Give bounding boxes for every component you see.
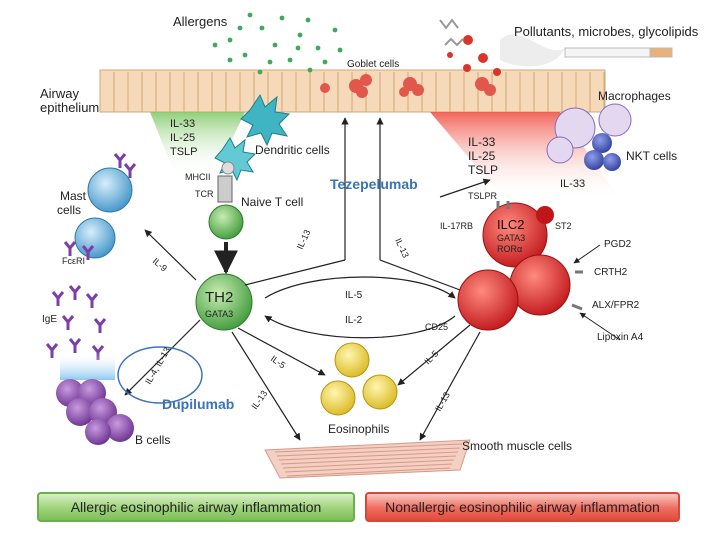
b-cells-label: B cells <box>135 433 170 447</box>
smooth-muscle-label: Smooth muscle cells <box>462 439 572 453</box>
st2-label: ST2 <box>555 221 572 231</box>
eosinophils-label: Eosinophils <box>328 422 389 436</box>
arrow-lipoxin <box>579 312 621 341</box>
goblet-cells-label: Goblet cells <box>347 59 399 70</box>
dupilumab-label: Dupilumab <box>162 396 234 412</box>
ige-gradient <box>60 352 115 380</box>
il13-right-label: IL-13 <box>393 237 411 260</box>
goblet-cells <box>320 74 496 98</box>
il17rb-label: IL-17RB <box>440 221 473 231</box>
tezepelumab-label: Tezepelumab <box>330 176 418 192</box>
mhcii-label: MHCII <box>185 172 211 182</box>
macrophages <box>546 103 632 164</box>
il9-label: IL-9 <box>151 256 169 274</box>
glycolipid-chains <box>439 18 464 47</box>
il5-loop-label: IL-5 <box>345 290 363 301</box>
il2-loop-label: IL-2 <box>345 315 363 326</box>
ilc2-cell <box>482 202 554 268</box>
ige-label: IgE <box>42 314 57 325</box>
dc-il33-label: IL-33 <box>170 118 195 130</box>
ige-antibody-icons <box>45 153 137 360</box>
il13-bottom-label: IL-13 <box>249 389 269 412</box>
crth2-label: CRTH2 <box>594 267 628 278</box>
microbe-icons <box>447 35 501 76</box>
nonallergic-inflammation-label: Nonallergic eosinophilic airway inflamma… <box>385 499 660 515</box>
naive-t-cell <box>208 175 244 240</box>
arrow-pgd2 <box>573 244 601 264</box>
allergic-inflammation-label: Allergic eosinophilic airway inflammatio… <box>70 499 322 515</box>
allergen-particles <box>212 12 343 75</box>
dc-il25-label: IL-25 <box>170 132 195 144</box>
b-cells <box>56 379 134 445</box>
ep-il25-label: IL-25 <box>468 149 496 163</box>
naive-t-cell-label: Naive T cell <box>241 195 303 209</box>
alx-fpr2-label: ALX/FPR2 <box>592 300 640 311</box>
dc-tslp-label: TSLP <box>170 146 198 158</box>
gata3-ilc-label: GATA3 <box>497 233 525 243</box>
nkt-cells-label: NKT cells <box>626 149 677 163</box>
dendritic-cells-label: Dendritic cells <box>255 143 330 157</box>
dupilumab-target-ring <box>117 346 203 404</box>
ep-il33-label: IL-33 <box>468 135 496 149</box>
th2-cell <box>195 273 253 331</box>
il4-il13-label: IL-4, IL-13 <box>143 345 172 386</box>
pgd2-label: PGD2 <box>604 239 632 250</box>
nonallergic-inflammation-bar: Nonallergic eosinophilic airway inflamma… <box>365 492 680 522</box>
tcr-label: TCR <box>195 189 214 199</box>
cd25-label: CD25 <box>425 322 448 332</box>
rora-label: RORα <box>497 244 522 254</box>
ilc2-label: ILC2 <box>497 217 524 232</box>
macrophages-label: Macrophages <box>598 89 671 103</box>
cells-label: cells <box>57 203 81 217</box>
receptor-icons <box>496 201 583 311</box>
fceri-label: FcεRI <box>62 256 85 266</box>
pathway-arrows <box>124 117 491 441</box>
tslpr-label: TSLPR <box>468 191 498 201</box>
mast-cells <box>74 167 133 259</box>
il13-ilc-label: IL-13 <box>433 390 452 413</box>
dendritic-cells <box>214 93 291 182</box>
smooth-muscle-cells <box>264 439 471 479</box>
th2-label: TH2 <box>205 289 233 306</box>
ilc2-effector-cells <box>457 254 571 331</box>
airway-epithelium <box>99 69 606 113</box>
gata3-th-label: GATA3 <box>205 309 233 319</box>
cigarette-icon <box>500 34 673 67</box>
airway-label: Airway <box>40 86 80 101</box>
pollutants-label: Pollutants, microbes, glycolipids <box>514 24 699 39</box>
ep-tslp-label: TSLP <box>468 163 498 177</box>
mast-label: Mast <box>60 189 87 203</box>
allergens-label: Allergens <box>173 14 228 29</box>
il13-left-label: IL-13 <box>295 228 313 251</box>
allergic-inflammation-bar: Allergic eosinophilic airway inflammatio… <box>37 492 355 522</box>
epithelium-label: epithelium <box>40 100 99 115</box>
nkt-cells <box>584 133 621 171</box>
il5-th-label: IL-5 <box>269 353 287 370</box>
lipoxin-label: Lipoxin A4 <box>597 332 644 343</box>
il5-ilc-label: IL-5 <box>422 348 440 366</box>
ilc-il33-label: IL-33 <box>560 178 585 190</box>
eosinophils <box>320 342 398 416</box>
